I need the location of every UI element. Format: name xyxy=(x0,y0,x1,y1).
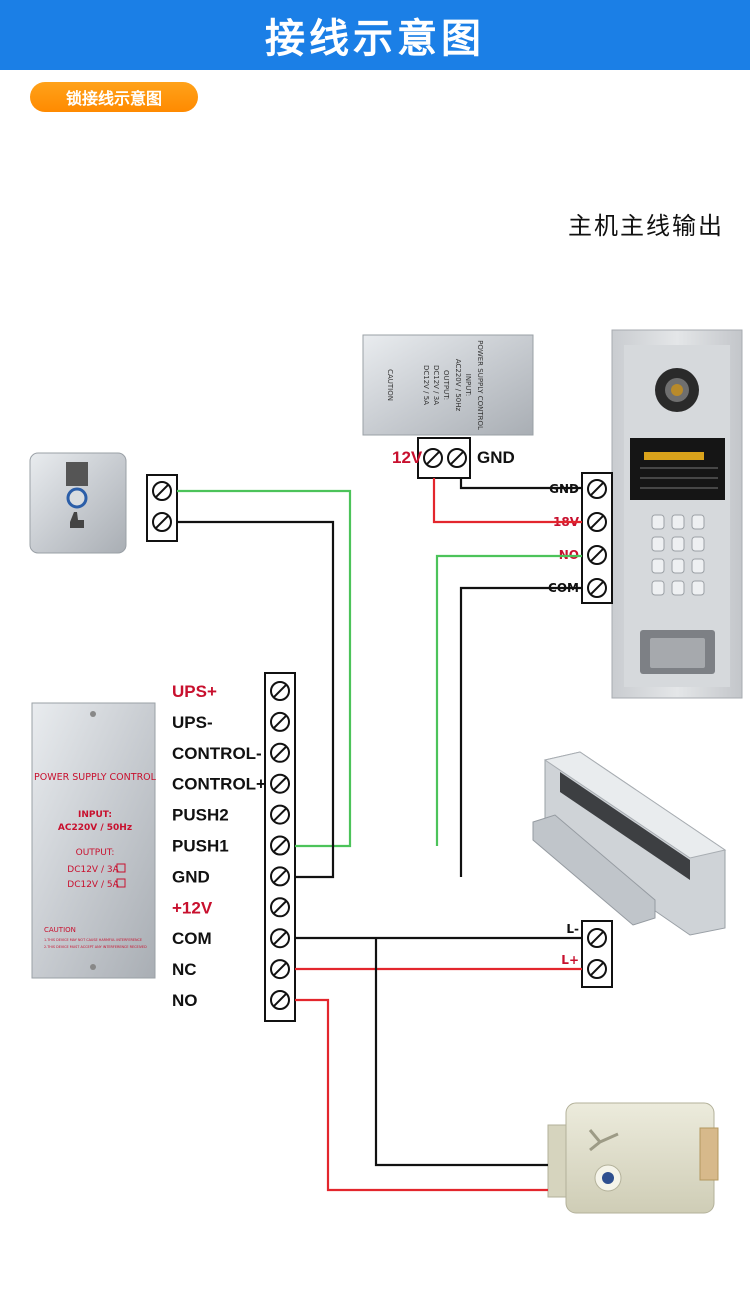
page-title: 接线示意图 xyxy=(265,16,485,62)
terminal-screw-icon xyxy=(587,959,607,979)
terminal-screw-icon xyxy=(587,545,607,565)
terminal-screw-icon xyxy=(270,742,290,763)
wire-red-no-lock xyxy=(295,998,548,1192)
psu-big-output-2: DC12V / 5A xyxy=(67,880,119,890)
terminal-label-gnd: GND xyxy=(477,448,515,467)
keypad-key xyxy=(691,536,705,552)
terminal-screw-icon xyxy=(270,773,290,794)
psu-big-output-1: DC12V / 3A xyxy=(67,865,119,875)
wire-black-com-lock xyxy=(374,938,548,1167)
terminal-screw-icon xyxy=(270,897,290,918)
psu-terminal-label: PUSH1 xyxy=(172,837,229,856)
keypad-key xyxy=(671,580,685,596)
wires xyxy=(177,478,582,1192)
section-pill: 锁接线示意图 xyxy=(30,82,198,112)
terminal-screw-icon xyxy=(270,990,290,1010)
keypad-key xyxy=(691,580,705,596)
keypad-key xyxy=(651,580,665,596)
wire-black-exit-gnd xyxy=(177,520,335,879)
psu-small-text: INPUT: xyxy=(464,374,472,397)
header-banner: 接线示意图 xyxy=(0,0,750,70)
psu-small-terminal: 12V GND xyxy=(392,437,515,479)
terminal-screw-icon xyxy=(587,512,607,532)
psu-big-title: POWER SUPPLY CONTROL xyxy=(34,772,157,783)
maglock-terminal-label: L- xyxy=(566,922,579,936)
psu-big-output-label: OUTPUT: xyxy=(76,848,115,858)
maglock-terminal-label: L+ xyxy=(561,953,579,967)
psu-big-input-label: INPUT: xyxy=(78,810,112,820)
psu-big-input-value: AC220V / 50Hz xyxy=(58,823,132,833)
terminal-screw-icon xyxy=(152,481,172,501)
psu-terminal-label: PUSH2 xyxy=(172,806,229,825)
terminal-screw-icon xyxy=(587,479,607,499)
terminal-screw-icon xyxy=(447,448,467,468)
psu-terminal-label: COM xyxy=(172,929,212,948)
psu-small-text: DC12V / 3A xyxy=(432,365,440,405)
wire-black-host-com xyxy=(459,586,582,877)
exit-button-terminal xyxy=(146,474,178,542)
psu-small-text: DC12V / 5A xyxy=(422,365,430,405)
psu-small-device: POWER SUPPLY CONTROL INPUT: AC220V / 50H… xyxy=(362,334,534,436)
keypad-key xyxy=(671,514,685,530)
terminal-screw-icon xyxy=(587,928,607,948)
psu-terminal-label: NO xyxy=(172,991,198,1010)
terminal-screw-icon xyxy=(270,928,290,949)
terminal-screw-icon xyxy=(587,578,607,598)
terminal-screw-icon xyxy=(270,804,290,825)
wire-green-exit-push1 xyxy=(177,489,352,848)
terminal-screw-icon xyxy=(270,959,290,980)
psu-terminal-label: CONTROL+ xyxy=(172,775,266,794)
psu-terminal-label: +12V xyxy=(172,898,213,917)
psu-terminal-label: NC xyxy=(172,960,197,979)
psu-small-text: OUTPUT: xyxy=(442,370,450,400)
keypad-key xyxy=(671,558,685,574)
terminal-screw-icon xyxy=(152,512,172,532)
terminal-screw-icon xyxy=(270,681,290,701)
host-output-label: 主机主线输出 xyxy=(568,212,724,240)
terminal-label-12v: 12V xyxy=(392,448,423,467)
wire-black-gnd-gnd xyxy=(459,478,582,490)
psu-small-text: CAUTION xyxy=(386,369,394,401)
psu-terminal-label: UPS- xyxy=(172,713,213,732)
exit-button-device xyxy=(29,452,127,554)
intercom-host-panel xyxy=(611,329,743,699)
terminal-screw-icon xyxy=(423,448,443,468)
wire-red-12v-18v xyxy=(432,478,582,524)
magnetic-lock-device xyxy=(532,751,727,936)
psu-small-text: POWER SUPPLY CONTROL xyxy=(476,340,484,430)
keypad-key xyxy=(651,514,665,530)
maglock-terminal: L- L+ xyxy=(561,920,613,988)
psu-big-caution-title: CAUTION xyxy=(44,926,76,934)
psu-terminal-label: GND xyxy=(172,867,210,886)
psu-terminal-label: UPS+ xyxy=(172,682,217,701)
keypad-key xyxy=(691,514,705,530)
psu-small-text: AC220V / 50Hz xyxy=(454,359,462,412)
psu-big-caution-1: 1.THIS DEVICE MAY NOT CAUSE HARMFUL INTE… xyxy=(44,938,142,942)
wire-green-host-no-push1 xyxy=(435,554,582,846)
keypad-key xyxy=(651,536,665,552)
psu-big-device: POWER SUPPLY CONTROL INPUT: AC220V / 50H… xyxy=(31,702,157,979)
terminal-screw-icon xyxy=(270,835,290,856)
terminal-screw-icon xyxy=(270,711,290,732)
psu-big-caution-2: 2.THIS DEVICE MUST ACCEPT ANY INTERFEREN… xyxy=(44,945,147,949)
psu-terminal-label: CONTROL- xyxy=(172,744,262,763)
keypad-key xyxy=(651,558,665,574)
keypad-key xyxy=(691,558,705,574)
keypad-key xyxy=(671,536,685,552)
terminal-screw-icon xyxy=(270,866,290,887)
electric-lock-device xyxy=(547,1102,719,1214)
